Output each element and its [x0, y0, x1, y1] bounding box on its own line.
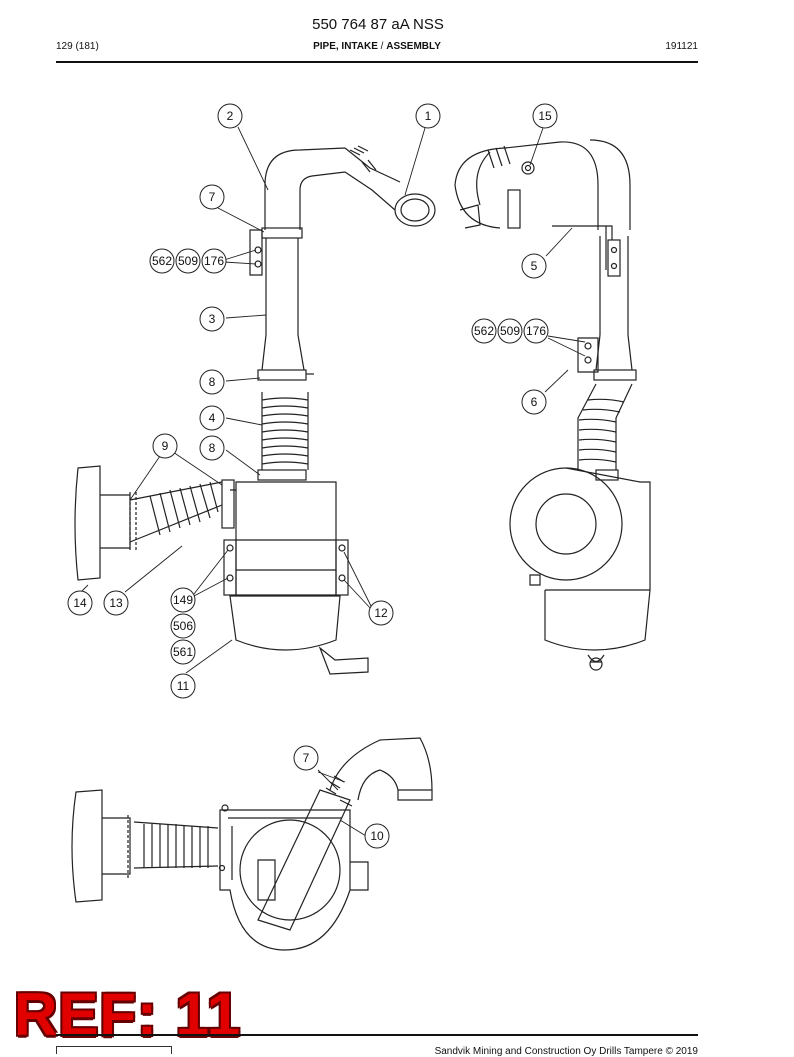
callout-561: 561: [170, 639, 196, 665]
vertical-pipe-right: [599, 236, 629, 335]
title-part-1: PIPE, INTAKE: [313, 41, 378, 52]
svg-text:176: 176: [204, 254, 224, 268]
callout-13: 13: [103, 590, 129, 616]
callout-509-right: 509: [497, 318, 523, 344]
svg-text:9: 9: [162, 439, 169, 453]
page-title: PIPE, INTAKE / ASSEMBLY: [56, 41, 698, 52]
svg-text:149: 149: [173, 593, 193, 607]
vertical-pipe-left: [265, 238, 299, 335]
bellows-right: [577, 383, 633, 470]
svg-text:7: 7: [303, 751, 310, 765]
title-separator: /: [377, 41, 387, 52]
callout-176-left: 176: [201, 248, 227, 274]
svg-text:5: 5: [531, 259, 538, 273]
elbow-upper-left: [264, 147, 346, 230]
callout-5: 5: [521, 253, 547, 279]
svg-text:8: 8: [209, 441, 216, 455]
svg-text:11: 11: [177, 679, 190, 693]
drawing-linework: [71, 139, 651, 951]
callout-4: 4: [199, 405, 225, 431]
precleaner-bottom: [71, 789, 103, 903]
svg-text:12: 12: [374, 606, 388, 620]
callouts: 1 2 15 7 562 509 176 5 3 562 509 176 8 6…: [67, 103, 558, 849]
svg-text:4: 4: [209, 411, 216, 425]
sandvik-logo: [56, 1046, 172, 1054]
callout-8-lower: 8: [199, 435, 225, 461]
header-rule: [56, 61, 698, 63]
revision-date: 191121: [665, 41, 698, 52]
svg-text:13: 13: [109, 596, 123, 610]
svg-text:562: 562: [474, 324, 494, 338]
pipe-bottom: [257, 789, 351, 931]
svg-text:562: 562: [152, 254, 172, 268]
svg-text:10: 10: [370, 829, 384, 843]
filter-bottom: [219, 809, 351, 951]
svg-text:509: 509: [500, 324, 520, 338]
filter-disc-right: [509, 467, 623, 581]
svg-text:506: 506: [173, 619, 193, 633]
callout-7-top: 7: [199, 184, 225, 210]
title-part-2: ASSEMBLY: [386, 41, 441, 52]
svg-text:2: 2: [227, 109, 234, 123]
callout-149: 149: [170, 587, 196, 613]
callout-506: 506: [170, 613, 196, 639]
callout-3: 3: [199, 306, 225, 332]
footer-rule: [56, 1034, 698, 1036]
callout-2: 2: [217, 103, 243, 129]
callout-176-right: 176: [523, 318, 549, 344]
callout-11: 11: [170, 673, 196, 699]
callout-509-left: 509: [175, 248, 201, 274]
callout-14: 14: [67, 590, 93, 616]
bellows-left: [261, 392, 309, 470]
callout-10: 10: [364, 823, 390, 849]
svg-text:561: 561: [173, 645, 193, 659]
callout-9: 9: [152, 433, 178, 459]
svg-text:176: 176: [526, 324, 546, 338]
callout-562-right: 562: [471, 318, 497, 344]
callout-7-bottom: 7: [293, 745, 319, 771]
elbow-upper-right: [504, 141, 599, 230]
svg-text:15: 15: [538, 109, 552, 123]
callout-6: 6: [521, 389, 547, 415]
callout-8-upper: 8: [199, 369, 225, 395]
document-number: 550 764 87 aA NSS: [312, 16, 444, 33]
callout-562-left: 562: [149, 248, 175, 274]
callout-12: 12: [368, 600, 394, 626]
svg-text:1: 1: [425, 109, 432, 123]
intake-opening: [394, 193, 436, 227]
ref-stamp: REF: 11: [14, 981, 242, 1048]
filter-housing-left: [235, 481, 337, 596]
page-counter: 129 (181): [56, 41, 99, 52]
svg-text:509: 509: [178, 254, 198, 268]
svg-text:7: 7: [209, 190, 216, 204]
svg-text:3: 3: [209, 312, 216, 326]
callout-15: 15: [532, 103, 558, 129]
svg-text:14: 14: [73, 596, 87, 610]
leader-lines: [79, 126, 586, 837]
svg-text:8: 8: [209, 375, 216, 389]
precleaner-left: [74, 465, 101, 581]
footer-copyright: Sandvik Mining and Construction Oy Drill…: [434, 1046, 698, 1057]
svg-text:6: 6: [531, 395, 538, 409]
callout-1: 1: [415, 103, 441, 129]
